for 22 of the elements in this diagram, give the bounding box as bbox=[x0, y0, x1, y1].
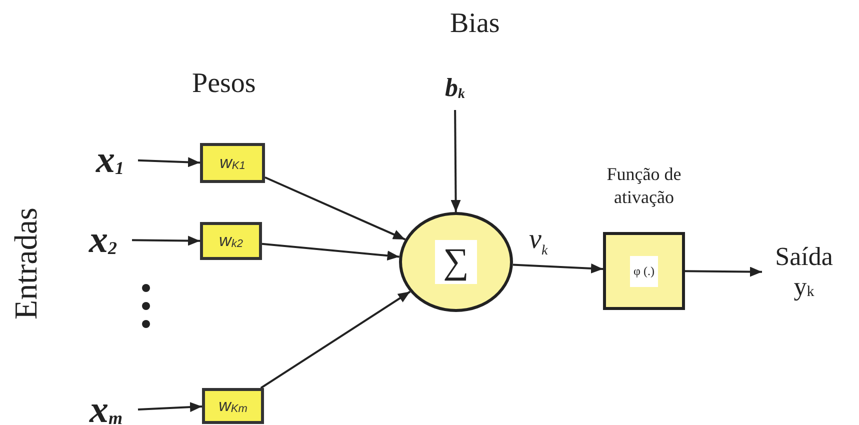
weight-box: w$_{K1}$ bbox=[200, 143, 265, 183]
function-symbol: φ (.) bbox=[630, 256, 658, 286]
arrow bbox=[260, 290, 411, 389]
arrow bbox=[138, 402, 202, 412]
sum-symbol: ∑ bbox=[435, 240, 477, 284]
arrow bbox=[132, 236, 200, 246]
arrow bbox=[450, 110, 461, 212]
label-text: Bias bbox=[450, 8, 500, 40]
arrow bbox=[264, 176, 406, 240]
bias-variable: b$_{k}$ bbox=[433, 72, 477, 104]
activation-function-box bbox=[603, 232, 685, 310]
weight-box: w$_{Km}$ bbox=[202, 388, 264, 424]
label-text: Pesos bbox=[192, 68, 256, 100]
output-text: y$_{k}$ bbox=[794, 272, 814, 302]
arrow bbox=[138, 157, 200, 168]
node-caption: Função de ativação bbox=[606, 163, 682, 208]
weight-box: w$_{k2}$ bbox=[200, 222, 262, 260]
arrow bbox=[512, 263, 604, 274]
arrow bbox=[685, 266, 762, 277]
output-text: Saída bbox=[775, 242, 833, 272]
label-text: Entradas bbox=[7, 208, 44, 320]
arrow bbox=[262, 242, 400, 261]
